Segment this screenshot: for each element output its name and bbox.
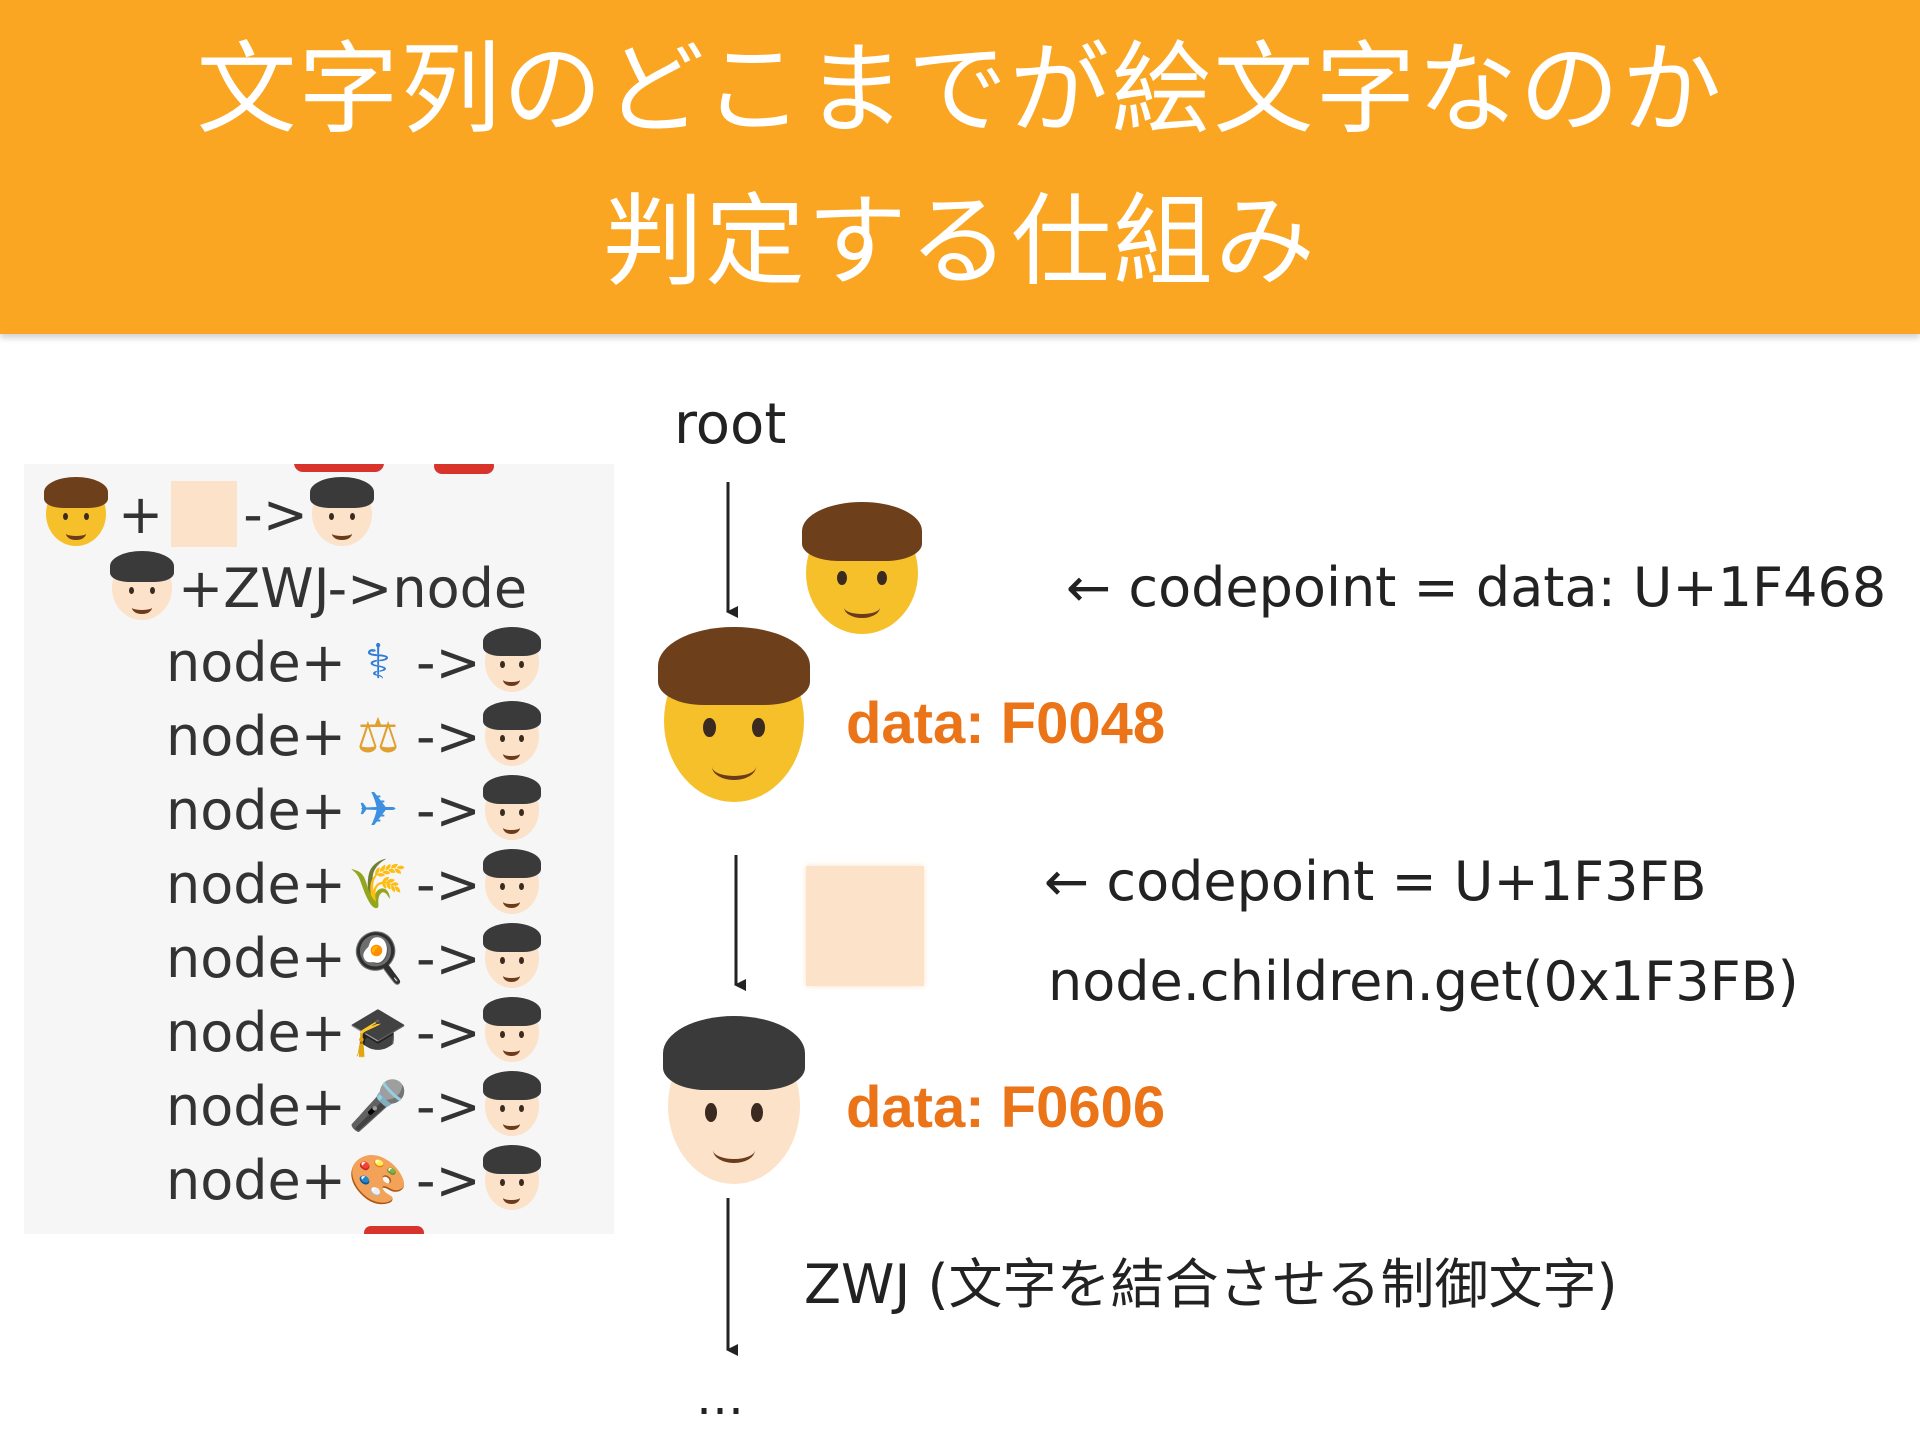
arrow-text: -> [416,1074,481,1138]
profession-row: node+🍳-> [166,922,541,994]
man-profession-emoji-icon [482,627,541,692]
man-profession-emoji-icon [482,997,541,1062]
man-profession-emoji-icon [482,849,541,914]
man-profession-emoji-icon [482,775,541,840]
man-profession-emoji-icon [482,1071,541,1136]
scales-icon: ⚖ [356,708,400,764]
man-profession-emoji-icon [482,1145,541,1210]
profession-row: node+🎨-> [166,1144,541,1216]
zwj-node-text: +ZWJ->node [178,556,528,620]
profession-row: node+🎓-> [166,996,541,1068]
node-prefix-text: node+ [166,1074,347,1138]
node-prefix-text: node+ [166,1000,347,1064]
profession-row: node+🌾-> [166,848,541,920]
man-light-skin-emoji-icon [109,550,175,620]
palette-icon: 🎨 [348,1152,408,1208]
arrow-text: -> [416,926,481,990]
zwj-description: ZWJ (文字を結合させる制御文字) [804,1253,1618,1316]
node-prefix-text: node+ [166,630,347,694]
node-prefix-text: node+ [166,704,347,768]
arrow-text: -> [416,852,481,916]
medical-icon: ⚕ [365,634,391,690]
data-label-1: data: F0048 [846,691,1166,756]
node-prefix-text: node+ [166,852,347,916]
cropped-emoji-bottom [364,1226,424,1234]
slide-title-line-1: 文字列のどこまでが絵文字なのか [196,31,1724,148]
slide-title-line-2: 判定する仕組み [603,183,1317,300]
skin-tone-modifier-icon [806,866,924,986]
node-prefix-text: node+ [166,926,347,990]
emoji-tree-screenshot: + -> +ZWJ->node node+⚕->node+⚖->node+✈->… [24,464,614,1234]
man-profession-emoji-icon [482,701,541,766]
man-light-skin-emoji-icon [309,476,375,546]
node-prefix-text: node+ [166,778,347,842]
arrow-text: -> [416,704,481,768]
man-node-emoji-icon [658,627,810,802]
title-banner: 文字列のどこまでが絵文字なのか 判定する仕組み [0,0,1920,334]
panel-row-base: + -> [43,476,375,550]
node-prefix-text: node+ [166,1148,347,1212]
graduation-cap-icon: 🎓 [348,1004,408,1060]
microphone-icon: 🎤 [348,1078,408,1134]
arrow-text: -> [416,1148,481,1212]
panel-row-zwj: +ZWJ->node [109,550,528,624]
man-emoji-icon [43,476,109,546]
arrow-text: -> [416,1000,481,1064]
profession-row: node+✈ -> [166,774,541,846]
arrow-text: -> [243,482,308,546]
data-label-2: data: F0606 [846,1075,1166,1140]
rice-icon: 🌾 [348,856,408,912]
root-label: root [674,392,787,457]
ellipsis: … [696,1370,744,1426]
frying-pan-icon: 🍳 [348,930,408,986]
skin-tone-modifier-icon [171,481,238,547]
children-get-label: node.children.get(0x1F3FB) [1048,950,1799,1013]
profession-row: node+ ⚕ -> [166,626,541,698]
man-light-skin-node-emoji-icon [662,1015,806,1184]
airplane-icon: ✈ [357,782,399,838]
codepoint-label-2: ← codepoint = U+1F3FB [1044,850,1707,913]
man-profession-emoji-icon [482,923,541,988]
cropped-emoji-top-2 [434,464,494,474]
man-emoji-icon [801,502,923,634]
cropped-emoji-top-1 [294,464,384,472]
plus-sign: + [118,482,164,546]
codepoint-label-1: ← codepoint = data: U+1F468 [1066,556,1887,619]
profession-row: node+🎤-> [166,1070,541,1142]
arrow-text: -> [416,778,481,842]
arrow-text: -> [416,630,481,694]
profession-row: node+⚖ -> [166,700,541,772]
